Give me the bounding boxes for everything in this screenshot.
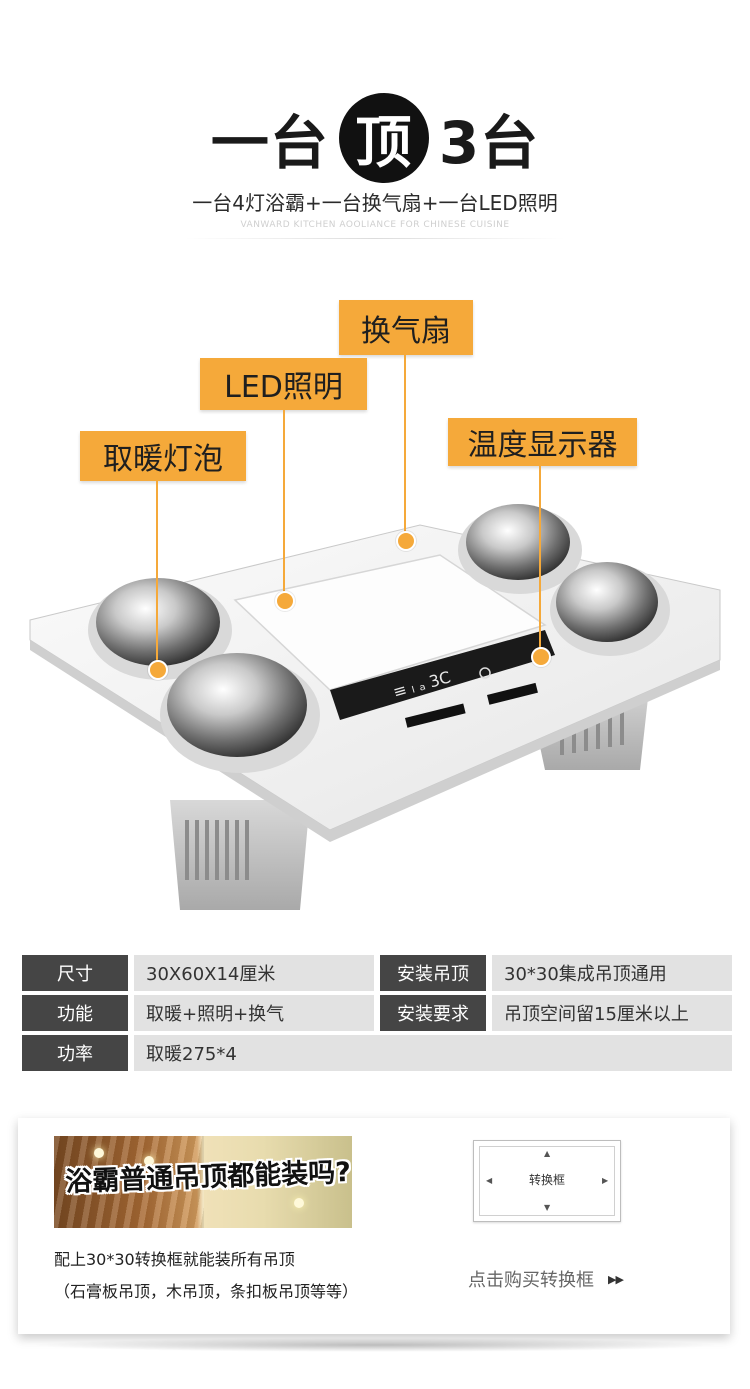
button-slot-2 [487, 682, 538, 705]
card-shadow [30, 1338, 720, 1352]
display-fan-icon [479, 667, 491, 679]
spec-value: 吊顶空间留15厘米以上 [492, 995, 732, 1031]
arrow-right-icon: ▶ [602, 1176, 609, 1185]
adapter-frame-inner [479, 1146, 615, 1216]
arrow-left-icon: ◀ [486, 1176, 493, 1185]
spec-value: 取暖275*4 [134, 1035, 732, 1071]
ceiling-photo [54, 1136, 352, 1228]
divider [185, 238, 565, 239]
callout-lamp-dot [148, 660, 168, 680]
arrow-down-icon: ▼ [544, 1203, 551, 1212]
callout-fan-dot [396, 531, 416, 551]
spec-value: 30X60X14厘米 [134, 955, 374, 991]
arrow-up-icon: ▲ [544, 1149, 551, 1158]
callout-display-dot [531, 647, 551, 667]
headline-right: 3台 [438, 109, 540, 177]
spec-key: 安装吊顶 [380, 955, 486, 991]
spec-key: 功率 [22, 1035, 128, 1071]
buy-adapter-link[interactable]: 点击购买转换框 ▶▶ [468, 1266, 624, 1292]
callout-led-dot [275, 591, 295, 611]
adapter-frame-diagram: ▲ ▼ ◀ ▶ 转换框 [473, 1140, 621, 1222]
led-panel [233, 554, 547, 691]
lamp-dome-3 [458, 504, 582, 594]
tagline: VANWARD KITCHEN AOOLIANCE FOR CHINESE CU… [240, 220, 510, 230]
headline-circle: 顶 [338, 93, 429, 183]
ceiling-light [144, 1156, 154, 1166]
vent-left [185, 820, 249, 880]
spec-key: 功能 [22, 995, 128, 1031]
callout-lamp-line [156, 481, 158, 669]
lamp-dome-4 [550, 562, 670, 656]
subtitle: 一台4灯浴霸+一台换气扇+一台LED照明 [192, 191, 558, 215]
adapter-frame-label: 转换框 [528, 1173, 565, 1187]
ceiling-photo-stripes [54, 1136, 204, 1228]
button-slot-1 [405, 703, 466, 728]
callout-led-line [283, 410, 285, 600]
housing-left [170, 800, 310, 910]
spec-key: 安装要求 [380, 995, 486, 1031]
display-strip [330, 630, 555, 720]
headline-left: 一台 [210, 109, 329, 177]
callout-display: 温度显示器 [448, 418, 637, 466]
lamp-dome-1 [88, 578, 232, 680]
ceiling-light [294, 1198, 304, 1208]
spec-value: 30*30集成吊顶通用 [492, 955, 732, 991]
card-description: 配上30*30转换框就能装所有吊顶 [54, 1250, 295, 1269]
callout-fan-line [404, 355, 406, 540]
callout-led: LED照明 [200, 358, 367, 410]
callout-display-line [539, 466, 541, 656]
product-image: ≡ ₗ ₐ 3C [29, 504, 721, 910]
callout-lamp: 取暖灯泡 [80, 431, 246, 481]
spec-row: 功能 取暖+照明+换气 安装要求 吊顶空间留15厘米以上 [22, 995, 732, 1031]
fast-forward-icon: ▶▶ [608, 1272, 624, 1286]
buy-adapter-label: 点击购买转换框 [468, 1270, 594, 1291]
spec-row: 尺寸 30X60X14厘米 安装吊顶 30*30集成吊顶通用 [22, 955, 732, 991]
adapter-card: 浴霸普通吊顶都能装吗? 配上30*30转换框就能装所有吊顶 （石膏板吊顶，木吊顶… [18, 1118, 730, 1334]
callout-fan: 换气扇 [339, 300, 473, 355]
card-note: （石膏板吊顶，木吊顶，条扣板吊顶等等） [54, 1282, 359, 1301]
ceiling-light [94, 1148, 104, 1158]
spec-row: 功率 取暖275*4 [22, 1035, 732, 1071]
headline: 一台 顶 3台 [0, 93, 750, 183]
spec-key: 尺寸 [22, 955, 128, 991]
spec-value: 取暖+照明+换气 [134, 995, 374, 1031]
lamp-dome-2 [160, 653, 320, 773]
